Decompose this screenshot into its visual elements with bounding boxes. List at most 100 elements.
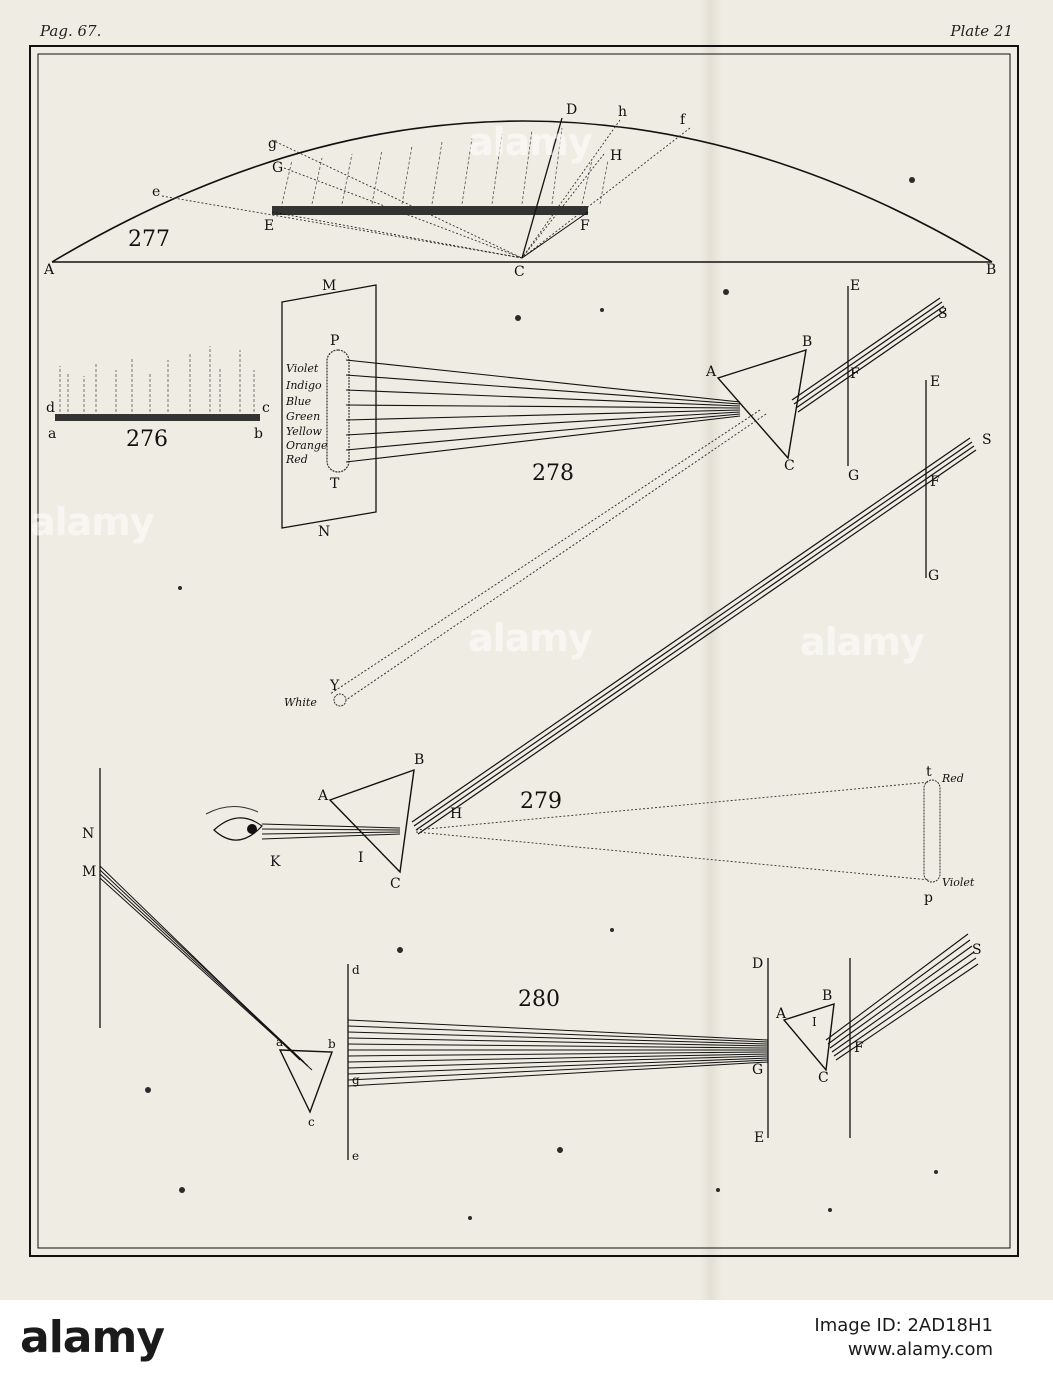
label-c-280: c	[308, 1115, 315, 1129]
sun-beam-279	[411, 437, 977, 835]
spectrum-rays-280	[347, 1019, 769, 1087]
screen-mn	[281, 284, 377, 529]
label-b-280: b	[328, 1037, 336, 1051]
label-t: t	[926, 764, 932, 780]
ray-cd	[521, 117, 563, 259]
label-E: E	[264, 218, 274, 234]
arc-ab	[51, 120, 993, 263]
label-C-278: C	[784, 458, 795, 474]
label-A-278: A	[705, 364, 717, 380]
label-a-280: a	[276, 1035, 283, 1049]
ray-lines-277	[161, 119, 691, 259]
label-a: a	[48, 426, 56, 442]
label-B-279: B	[414, 752, 424, 768]
color-blue: Blue	[285, 395, 312, 408]
label-b: b	[254, 426, 263, 442]
figure-277: A B C D E F G H e f g h 277	[43, 102, 996, 280]
prism-abc-280	[782, 1003, 835, 1072]
white-light-path	[329, 409, 767, 701]
label-M: M	[322, 278, 336, 294]
figure-276: d c a b 276	[46, 346, 270, 452]
stock-footer: alamy Image ID: 2AD18H1 www.alamy.com	[0, 1300, 1053, 1390]
label-S-279: S	[982, 432, 992, 448]
outer-frame	[29, 45, 1019, 1257]
figure-280: N M a b c d e g A B C D E F G I S 280	[82, 768, 982, 1163]
label-H: H	[610, 148, 622, 164]
label-H-279: H	[450, 806, 462, 822]
label-B: B	[986, 262, 996, 278]
image-id: Image ID: 2AD18H1 www.alamy.com	[814, 1314, 993, 1362]
label-G: G	[272, 160, 283, 176]
label-p: p	[924, 890, 933, 906]
label-G-279: G	[928, 568, 939, 584]
ray-cf	[521, 211, 589, 259]
label-f: f	[680, 112, 687, 128]
watermark-3: alamy	[30, 500, 155, 544]
label-N-280: N	[82, 826, 94, 842]
figure-number-276: 276	[126, 427, 168, 452]
label-E-278: E	[850, 278, 860, 294]
color-violet: Violet	[286, 362, 319, 375]
sun-beam-278	[791, 297, 947, 413]
inner-frame	[37, 53, 1011, 1249]
label-B-280: B	[822, 988, 832, 1004]
paper-specks	[145, 177, 938, 1220]
label-violet: Violet	[942, 876, 975, 889]
color-yellow: Yellow	[286, 425, 322, 438]
rain-streaks-276	[59, 346, 255, 412]
rain-streaks	[281, 127, 609, 205]
prism-abc-279	[328, 768, 415, 874]
label-A-280: A	[775, 1006, 787, 1022]
label-G-278: G	[848, 468, 859, 484]
prism-abc-278	[716, 348, 807, 460]
ray-ce	[271, 211, 523, 259]
figure-279: A B C H I K t p Red Violet E F G S 279	[205, 374, 992, 906]
label-A-279: A	[317, 788, 329, 804]
color-indigo: Indigo	[285, 379, 322, 392]
label-red: Red	[941, 772, 964, 785]
label-F: F	[580, 218, 590, 234]
label-S-278: S	[938, 306, 948, 322]
label-F-278: F	[850, 366, 860, 382]
color-red: Red	[285, 453, 308, 466]
figure-278: M N P T A B C E F G S Y White Violet Ind…	[281, 278, 948, 709]
optics-plate-diagram: A B C D E F G H e f g h 277	[29, 45, 1019, 1257]
figure-number-280: 280	[518, 987, 560, 1012]
label-G-280: G	[752, 1062, 763, 1078]
label-D-280: D	[752, 956, 763, 972]
watermark-1: alamy	[468, 120, 593, 164]
label-P: P	[330, 333, 339, 349]
label-d: d	[46, 400, 55, 416]
color-green: Green	[286, 410, 320, 423]
figure-number-277: 277	[128, 227, 170, 252]
spectrum-tp	[923, 779, 941, 883]
label-A: A	[43, 262, 55, 278]
label-F-280: F	[854, 1040, 864, 1056]
label-I-280: I	[812, 1015, 817, 1029]
figure-number-279: 279	[520, 789, 562, 814]
label-T: T	[330, 476, 340, 492]
refracted-rays-279	[415, 781, 931, 881]
label-C: C	[514, 264, 525, 280]
label-g-280: g	[352, 1073, 360, 1087]
eye-rays	[261, 823, 401, 840]
cloud-bar-ef	[272, 206, 588, 215]
prism-abc-small	[278, 1049, 333, 1114]
label-E-279: E	[930, 374, 940, 390]
label-D: D	[566, 102, 577, 118]
label-I-279: I	[358, 850, 364, 866]
label-g: g	[268, 136, 277, 152]
label-d-280: d	[352, 963, 360, 977]
image-id-text: Image ID: 2AD18H1	[814, 1315, 993, 1336]
label-S-280: S	[972, 942, 982, 958]
reflected-beam	[99, 865, 313, 1071]
white-spot-y	[333, 693, 347, 707]
page-number: Pag. 67.	[40, 22, 102, 40]
color-orange: Orange	[286, 439, 328, 452]
label-C-279: C	[390, 876, 401, 892]
page-fold	[700, 0, 722, 1300]
label-h: h	[618, 104, 627, 120]
label-N: N	[318, 524, 330, 540]
label-e: e	[152, 184, 160, 200]
watermark-4: alamy	[800, 620, 925, 664]
